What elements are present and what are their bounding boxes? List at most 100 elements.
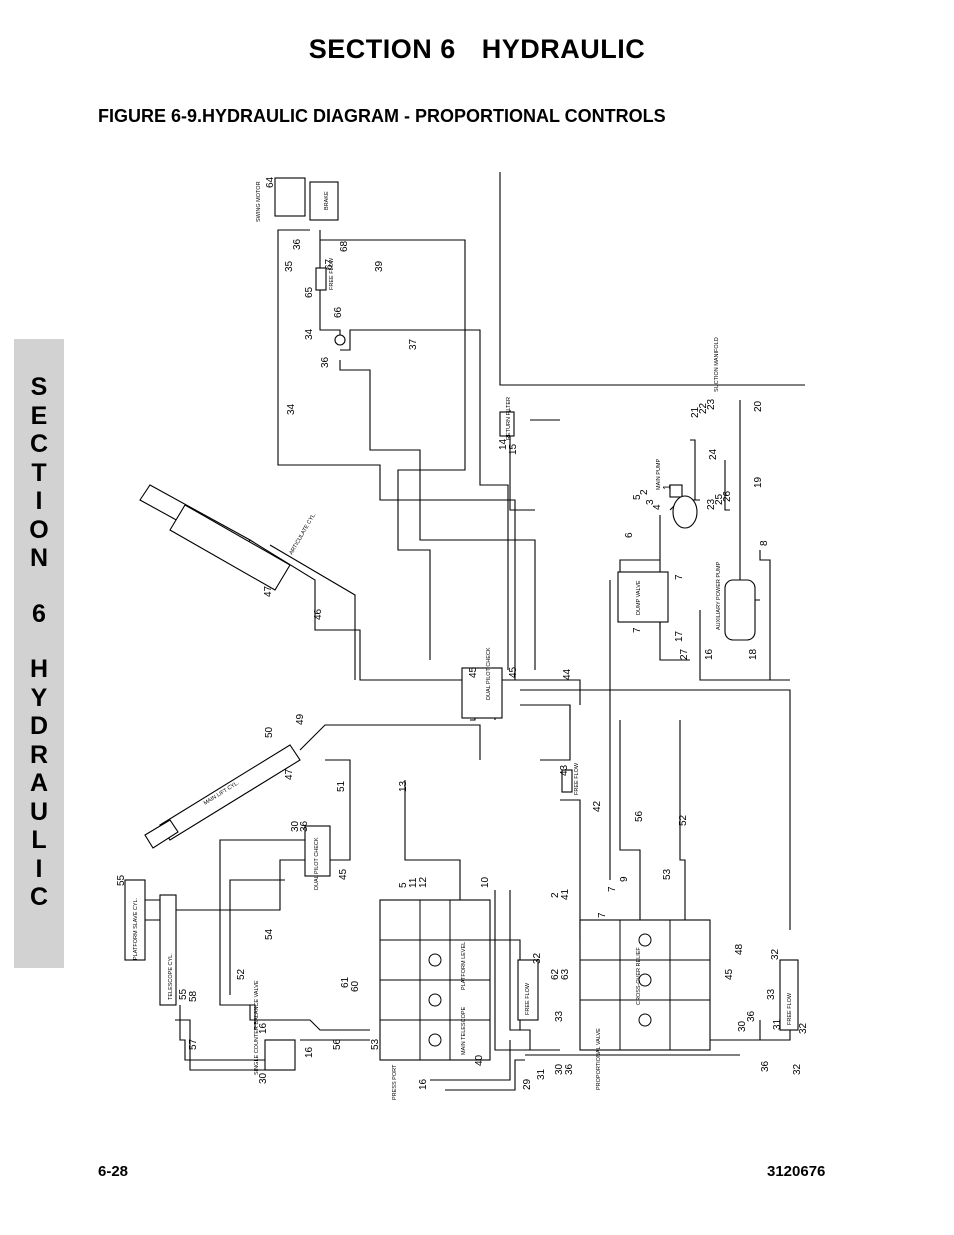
hydraulic-line xyxy=(249,1005,370,1031)
callout: 3 xyxy=(645,499,656,505)
articulate-cyl-label: ARTICULATE CYL. xyxy=(289,511,318,556)
callout: 54 xyxy=(264,928,275,940)
main-lift-cyl-barrel xyxy=(159,744,301,841)
callout: 52 xyxy=(236,968,247,980)
hydraulic-line xyxy=(699,610,790,681)
hydraulic-line xyxy=(509,410,535,511)
hydraulic-line xyxy=(739,400,760,601)
side-tab-letter: I xyxy=(35,854,43,883)
suction-manifold-label: SUCTION MANIFOLD xyxy=(714,337,720,392)
side-tab-letter: R xyxy=(29,740,49,769)
swing-motor-box xyxy=(274,177,306,217)
callout: 22 xyxy=(698,402,709,414)
hydraulic-line xyxy=(724,460,730,511)
callout: 19 xyxy=(753,476,764,488)
callout: 7 xyxy=(674,574,685,580)
callout: 64 xyxy=(265,176,276,188)
hydraulic-line xyxy=(277,229,516,680)
callout: 32 xyxy=(792,1063,803,1075)
callout: 34 xyxy=(286,403,297,415)
callout: 2 xyxy=(639,489,650,495)
platform-level-label: PLATFORM LEVEL xyxy=(461,942,467,990)
callout: 36 xyxy=(746,1010,757,1022)
callout: 18 xyxy=(748,648,759,660)
callout: 6 xyxy=(624,532,635,538)
callout: 65 xyxy=(304,286,315,298)
hydraulic-line xyxy=(340,329,509,670)
side-tab-letter: T xyxy=(31,458,47,487)
free-flow-label-3: FREE FLOW xyxy=(787,992,793,1025)
callout: 30 xyxy=(554,1063,565,1075)
callout: 24 xyxy=(708,448,719,460)
pump-drive xyxy=(669,484,683,498)
callout: 45 xyxy=(468,666,479,678)
proportional-valve-label: PROPORTIONAL VALVE xyxy=(596,1028,602,1090)
callout: 45 xyxy=(724,968,735,980)
single-counter-balance-valve xyxy=(264,1039,296,1071)
free-flow-label-4: FREE FLOW xyxy=(574,762,580,795)
callout: 39 xyxy=(374,260,385,272)
telescope-cyl-label: TELESCOPE CYL. xyxy=(168,953,174,1000)
aux-power-pump-body xyxy=(724,579,756,641)
callout: 2 xyxy=(550,892,561,898)
side-tab-letter: I xyxy=(35,487,43,515)
side-tab-letter: H xyxy=(29,655,49,683)
brake-label: BRAKE xyxy=(324,191,330,210)
callout: 23 xyxy=(706,398,717,410)
callout: 44 xyxy=(562,668,573,680)
callout: 46 xyxy=(313,608,324,620)
callout: 48 xyxy=(734,943,745,955)
callout: 10 xyxy=(480,876,491,888)
platform-slave-cyl-barrel xyxy=(124,879,146,961)
hydraulic-line xyxy=(520,704,571,761)
callout: 58 xyxy=(188,990,199,1002)
section-title: SECTION 6 HYDRAULIC xyxy=(0,34,954,65)
telescope-cyl-barrel xyxy=(159,894,177,1006)
callout: 33 xyxy=(554,1010,565,1022)
free-flow-valve-2 xyxy=(561,769,573,793)
hydraulic-line xyxy=(269,544,356,680)
callout: 31 xyxy=(772,1018,783,1030)
main-telescope-label: MAIN TELESCOPE xyxy=(461,1006,467,1055)
hydraulic-line xyxy=(759,550,771,680)
free-flow-valve-4 xyxy=(779,959,799,1031)
dual-pilot-check-1 xyxy=(461,667,503,719)
hydraulic-line xyxy=(659,515,690,661)
callout: 5 xyxy=(632,494,643,500)
callout: 45 xyxy=(508,666,519,678)
side-tab-letter: L xyxy=(31,826,47,854)
hydraulic-line xyxy=(229,879,285,995)
hydraulic-line xyxy=(679,720,686,940)
side-tab-letter: U xyxy=(29,797,49,826)
hydraulic-line xyxy=(140,859,305,911)
callout: 68 xyxy=(339,240,350,252)
swing-motor-label: SWING MOTOR xyxy=(256,181,262,222)
callout: 32 xyxy=(798,1022,809,1034)
dump-valve-box xyxy=(617,571,669,623)
dump-valve-label: DUMP VALVE xyxy=(636,580,642,615)
callout: 53 xyxy=(662,868,673,880)
callout: 67 xyxy=(324,258,335,270)
callout: 66 xyxy=(333,306,344,318)
callout: 21 xyxy=(690,406,701,418)
callout: 50 xyxy=(264,726,275,738)
callout: 37 xyxy=(408,338,419,350)
side-tab-letter: C xyxy=(29,883,49,911)
hydraulic-line xyxy=(219,839,305,1030)
section-label: SECTION 6 xyxy=(308,34,456,64)
main-pump-body xyxy=(672,495,698,529)
side-tab-letter: A xyxy=(29,769,49,797)
callout: 16 xyxy=(704,648,715,660)
hydraulic-line xyxy=(509,890,531,1050)
dual-pilot-check-2 xyxy=(304,825,331,877)
callout: 26 xyxy=(722,490,733,502)
dual-pilot-check-label-1: DUAL PILOT CHECK xyxy=(486,647,492,700)
callout: 56 xyxy=(332,1038,343,1050)
hydraulic-line xyxy=(299,724,481,760)
callout: 30 xyxy=(737,1020,748,1032)
side-tab-letter: E xyxy=(30,401,48,430)
section-topic: HYDRAULIC xyxy=(481,34,646,64)
free-flow-label-2: FREE FLOW xyxy=(525,982,531,1015)
callout: 36 xyxy=(320,356,331,368)
